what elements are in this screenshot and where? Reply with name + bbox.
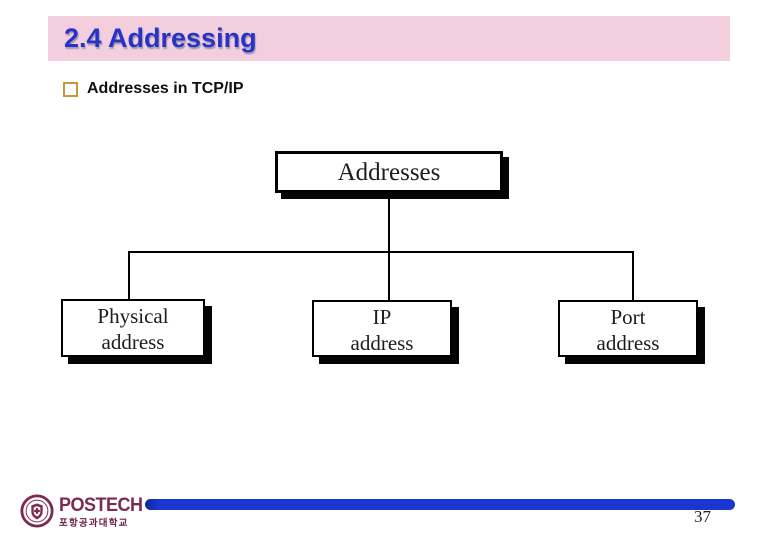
box-label-line: Physical bbox=[97, 304, 169, 328]
footer-accent-bar bbox=[145, 499, 735, 510]
postech-emblem-icon bbox=[20, 494, 54, 528]
page-number: 37 bbox=[694, 507, 711, 526]
box-label-line: IP bbox=[372, 305, 392, 329]
diagram-box-physical-address: Physical address bbox=[61, 299, 205, 357]
logo-text-column: POSTECH 포항공과대학교 bbox=[59, 494, 143, 529]
page-title: 2.4 Addressing bbox=[64, 23, 257, 53]
box-label-line: address bbox=[596, 331, 660, 355]
postech-logo: POSTECH 포항공과대학교 bbox=[20, 494, 143, 529]
bullet-label: Addresses in TCP/IP bbox=[87, 80, 244, 97]
connector-right-vertical bbox=[632, 251, 634, 301]
title-bar: 2.4 Addressing bbox=[48, 16, 730, 61]
box-label-line: address bbox=[350, 331, 414, 355]
diagram-box-addresses: Addresses bbox=[275, 151, 503, 193]
diagram-box-ip-address: IP address bbox=[312, 300, 452, 357]
logo-wordmark: POSTECH bbox=[59, 493, 143, 516]
logo-korean-text: 포항공과대학교 bbox=[59, 518, 129, 529]
connector-horizontal bbox=[128, 251, 634, 253]
square-bullet-icon bbox=[63, 81, 78, 97]
diagram-box-port-address: Port address bbox=[558, 300, 698, 357]
bullet-item: Addresses in TCP/IP bbox=[63, 80, 244, 98]
box-label-line: address bbox=[101, 330, 165, 354]
addresses-diagram: Addresses Physical address IP address Po… bbox=[61, 151, 698, 357]
connector-root-vertical bbox=[388, 193, 390, 301]
connector-left-vertical bbox=[128, 251, 130, 300]
box-label-line: Port bbox=[610, 305, 646, 329]
